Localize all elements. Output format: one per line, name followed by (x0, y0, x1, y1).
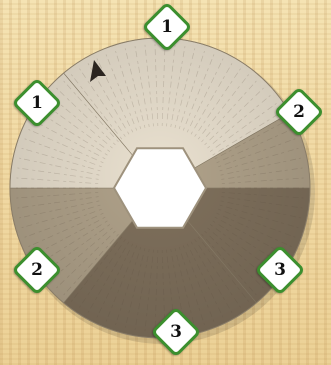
badge-number: 2 (15, 248, 59, 292)
badge-lower-left[interactable]: 2 (15, 248, 59, 292)
badge-upper-right[interactable]: 2 (277, 90, 321, 134)
badge-number: 3 (258, 248, 302, 292)
badge-number: 2 (277, 90, 321, 134)
badge-bottom[interactable]: 3 (154, 310, 198, 354)
badge-number: 1 (15, 81, 59, 125)
badge-number: 3 (154, 310, 198, 354)
badge-lower-right[interactable]: 3 (258, 248, 302, 292)
badge-top[interactable]: 1 (145, 5, 189, 49)
badge-number: 1 (145, 5, 189, 49)
badge-upper-left[interactable]: 1 (15, 81, 59, 125)
